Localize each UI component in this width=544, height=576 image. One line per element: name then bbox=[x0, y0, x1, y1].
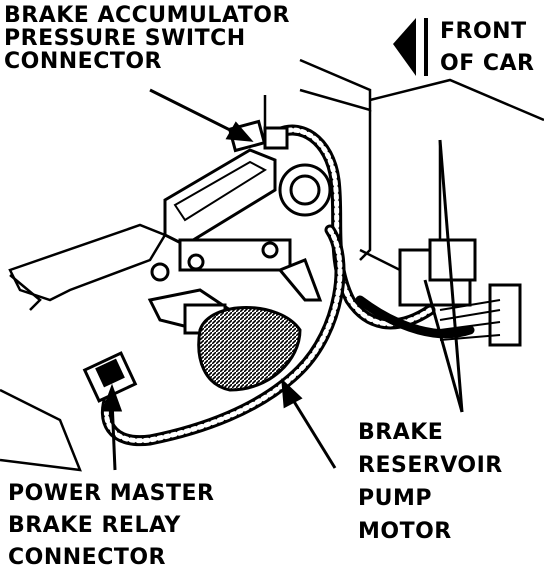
label-line: MOTOR bbox=[358, 519, 452, 544]
relay-connector bbox=[82, 351, 138, 403]
pump-connector-block bbox=[398, 238, 522, 347]
reservoir-pump-label: BRAKE RESERVOIR PUMP MOTOR bbox=[358, 416, 503, 548]
label-line: CONNECTOR bbox=[4, 49, 162, 75]
accumulator-switch-label: BRAKE ACCUMULATOR PRESSURE SWITCH CONNEC… bbox=[4, 4, 290, 73]
leader-lines bbox=[101, 88, 464, 471]
label-line: POWER MASTER bbox=[8, 481, 215, 506]
master-cylinder bbox=[147, 148, 332, 335]
label-line: OF CAR bbox=[440, 50, 535, 76]
wiring-harness bbox=[100, 124, 475, 447]
label-line: BRAKE ACCUMULATOR bbox=[4, 3, 290, 28]
relay-connector-label: POWER MASTER BRAKE RELAY CONNECTOR bbox=[8, 478, 214, 574]
label-line: FRONT bbox=[440, 19, 527, 44]
body-panels bbox=[0, 58, 544, 472]
label-line: CONNECTOR bbox=[8, 544, 166, 570]
label-line: RESERVOIR bbox=[358, 453, 503, 478]
pump-motor bbox=[197, 306, 302, 392]
front-arrow bbox=[393, 18, 428, 76]
front-of-car-label: FRONT OF CAR bbox=[440, 16, 535, 80]
label-line: BRAKE RELAY bbox=[8, 512, 181, 538]
label-line: PUMP bbox=[358, 486, 433, 511]
label-line: PRESSURE SWITCH bbox=[4, 26, 246, 52]
label-line: BRAKE bbox=[358, 420, 444, 445]
